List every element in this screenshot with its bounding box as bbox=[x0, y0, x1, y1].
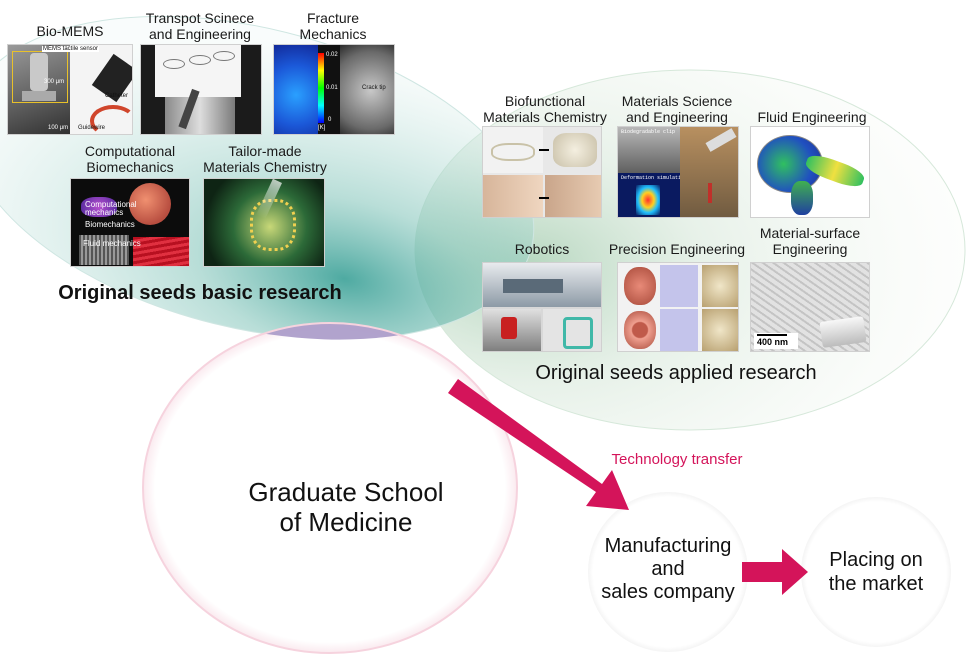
fracture-scale-min: 0 bbox=[328, 117, 332, 123]
materials-clip-text: Biodegradable clip bbox=[621, 129, 676, 135]
material-surface-scale-text: 400 nm bbox=[757, 337, 789, 347]
field-label-biofunctional: Biofunctional Materials Chemistry bbox=[483, 93, 607, 125]
tailor-made-image bbox=[203, 178, 325, 267]
medicine-ellipse bbox=[143, 323, 517, 653]
field-label-material-surface: Material-surface Engineering bbox=[759, 225, 861, 257]
fracture-scale-max: 0.02 bbox=[326, 52, 338, 58]
fluid-engineering-image bbox=[750, 126, 870, 218]
field-label-bio-mems: Bio-MEMS bbox=[36, 23, 104, 39]
technology-transfer-label: Technology transfer bbox=[611, 451, 743, 468]
fracture-scale-mid: 0.01 bbox=[326, 85, 338, 91]
fracture-image: 0.02 0.01 0 [K] Crack tip bbox=[273, 44, 395, 135]
field-label-tailor-made: Tailor-made Materials Chemistry bbox=[203, 143, 327, 175]
fracture-scale-unit: [K] bbox=[318, 125, 326, 131]
robotics-image bbox=[482, 262, 602, 352]
field-label-precision: Precision Engineering bbox=[608, 241, 746, 257]
precision-engineering-image bbox=[617, 262, 739, 352]
market-circle bbox=[801, 497, 951, 647]
graduate-school-label: Graduate School of Medicine bbox=[248, 477, 444, 537]
transport-image bbox=[140, 44, 262, 135]
field-label-robotics: Robotics bbox=[514, 241, 570, 257]
basic-research-title: Original seeds basic research bbox=[58, 282, 342, 304]
market-arrow bbox=[742, 549, 808, 595]
material-surface-image: 400 nm bbox=[750, 262, 870, 352]
fracture-crack-tip-text: Crack tip bbox=[362, 85, 386, 91]
field-label-transport: Transpot Scinece and Engineering bbox=[145, 10, 255, 42]
field-label-materials-science: Materials Science and Engineering bbox=[621, 93, 733, 125]
field-label-fluid-engineering: Fluid Engineering bbox=[757, 109, 867, 125]
applied-research-title: Original seeds applied research bbox=[535, 362, 817, 384]
bio-mems-scale-300: 300 μm bbox=[44, 79, 65, 85]
bio-mems-catheter-text: Catheter bbox=[105, 93, 129, 99]
bio-mems-image: MEMS tactile sensor 300 μm 100 μm Cathet… bbox=[7, 44, 133, 135]
bio-mems-guidewire-text: Guidewire bbox=[78, 125, 106, 131]
bio-mems-scale-100: 100 μm bbox=[48, 125, 69, 131]
computational-image: Computational mechanics Biomechanics Flu… bbox=[70, 178, 190, 267]
technology-transfer-arrow bbox=[448, 379, 629, 510]
field-label-fracture: Fracture Mechanics bbox=[299, 10, 367, 42]
materials-deformation-text: Deformation simulation bbox=[621, 175, 688, 181]
bio-mems-sensor-text: MEMS tactile sensor bbox=[42, 46, 100, 52]
field-label-computational: Computational Biomechanics bbox=[84, 143, 176, 175]
fluid-mechanics-text: Fluid mechanics bbox=[83, 239, 141, 248]
market-label: Placing on the market bbox=[828, 549, 924, 595]
computational-mechanics-text: Computational mechanics bbox=[85, 200, 137, 217]
clinical-application-label: Clinical application research bbox=[285, 357, 427, 396]
materials-science-image: Biodegradable clip Deformation simulatio… bbox=[617, 126, 739, 218]
biomechanics-text: Biomechanics bbox=[85, 220, 135, 229]
biofunctional-image bbox=[482, 126, 602, 218]
company-circle bbox=[588, 492, 748, 652]
company-label: Manufacturing and sales company bbox=[601, 535, 735, 603]
